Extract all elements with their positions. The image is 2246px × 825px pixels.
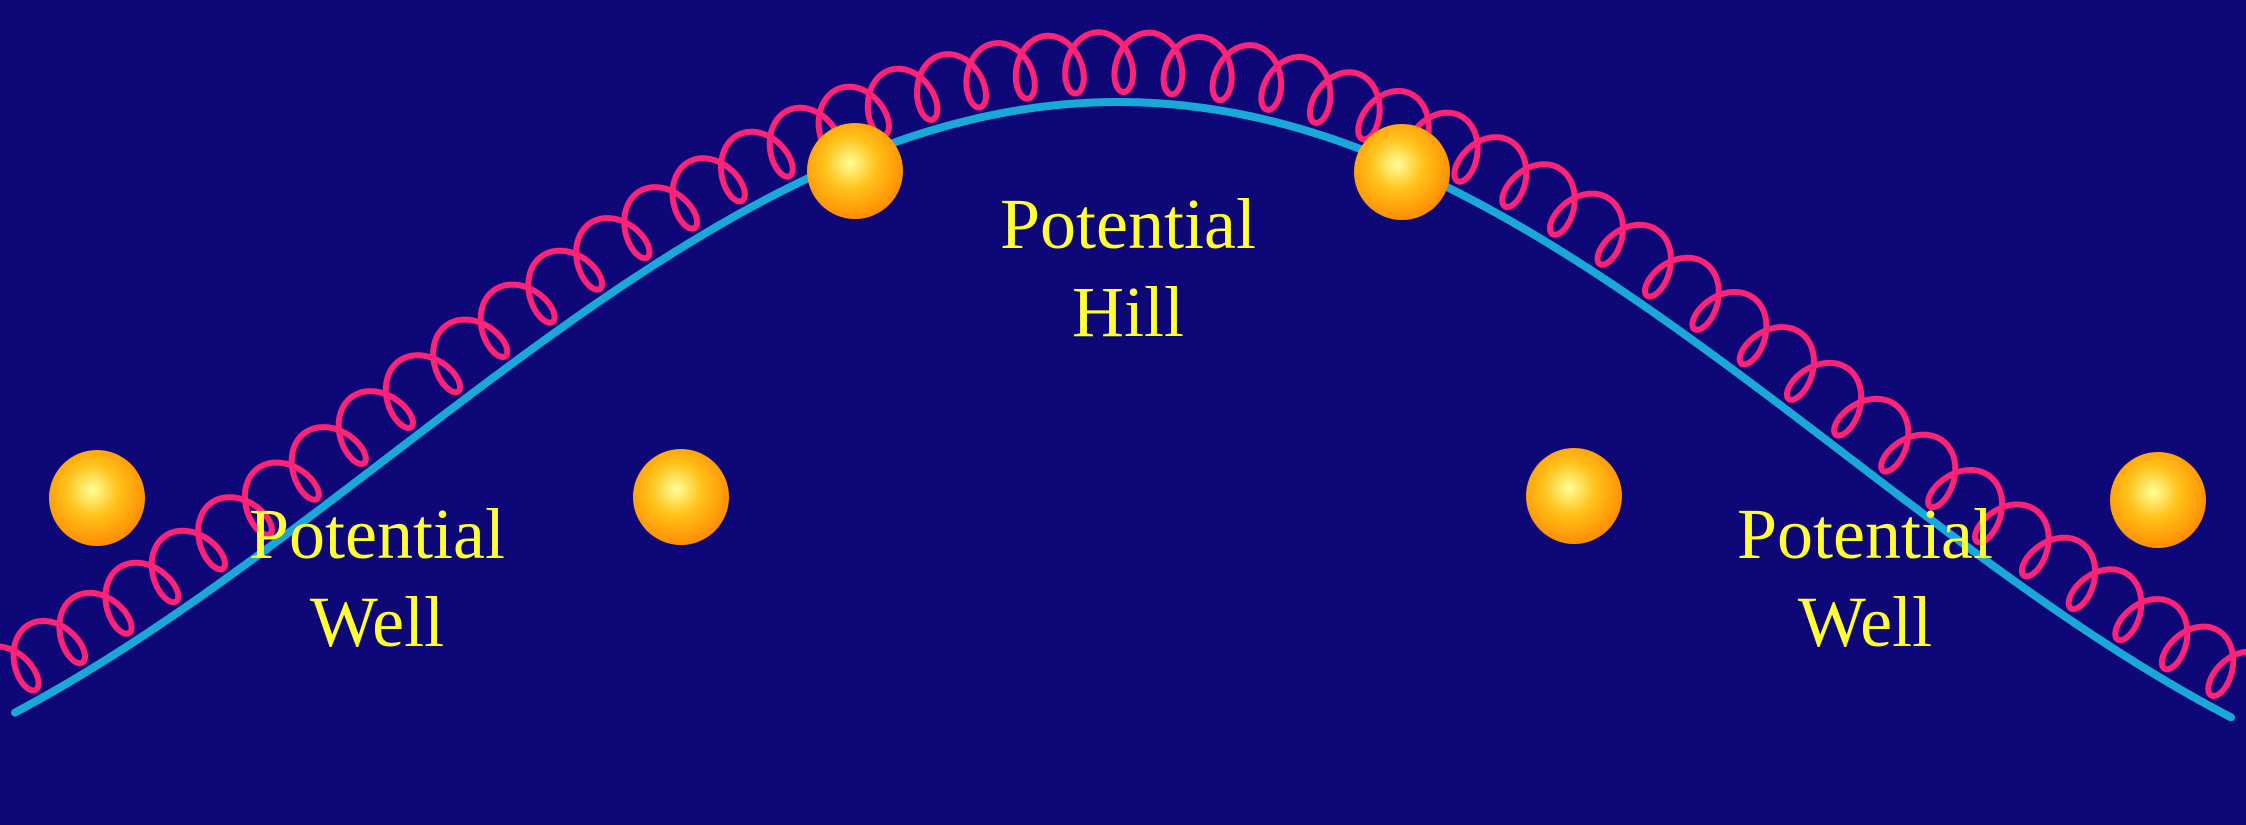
ball-hill-right <box>1354 124 1450 220</box>
label-hill: Potential Hill <box>1000 180 1256 356</box>
label-right-well-line1: Potential <box>1737 490 1993 578</box>
label-right-well-line2: Well <box>1737 578 1993 666</box>
label-left-well: Potential Well <box>249 490 505 666</box>
label-left-well-line2: Well <box>249 578 505 666</box>
label-right-well: Potential Well <box>1737 490 1993 666</box>
ball-left-edge <box>49 450 145 546</box>
ball-right-slope <box>1526 448 1622 544</box>
ball-left-slope <box>633 449 729 545</box>
ball-right-edge <box>2110 452 2206 548</box>
label-hill-line1: Potential <box>1000 180 1256 268</box>
ball-hill-left <box>807 123 903 219</box>
label-left-well-line1: Potential <box>249 490 505 578</box>
label-hill-line2: Hill <box>1000 268 1256 356</box>
